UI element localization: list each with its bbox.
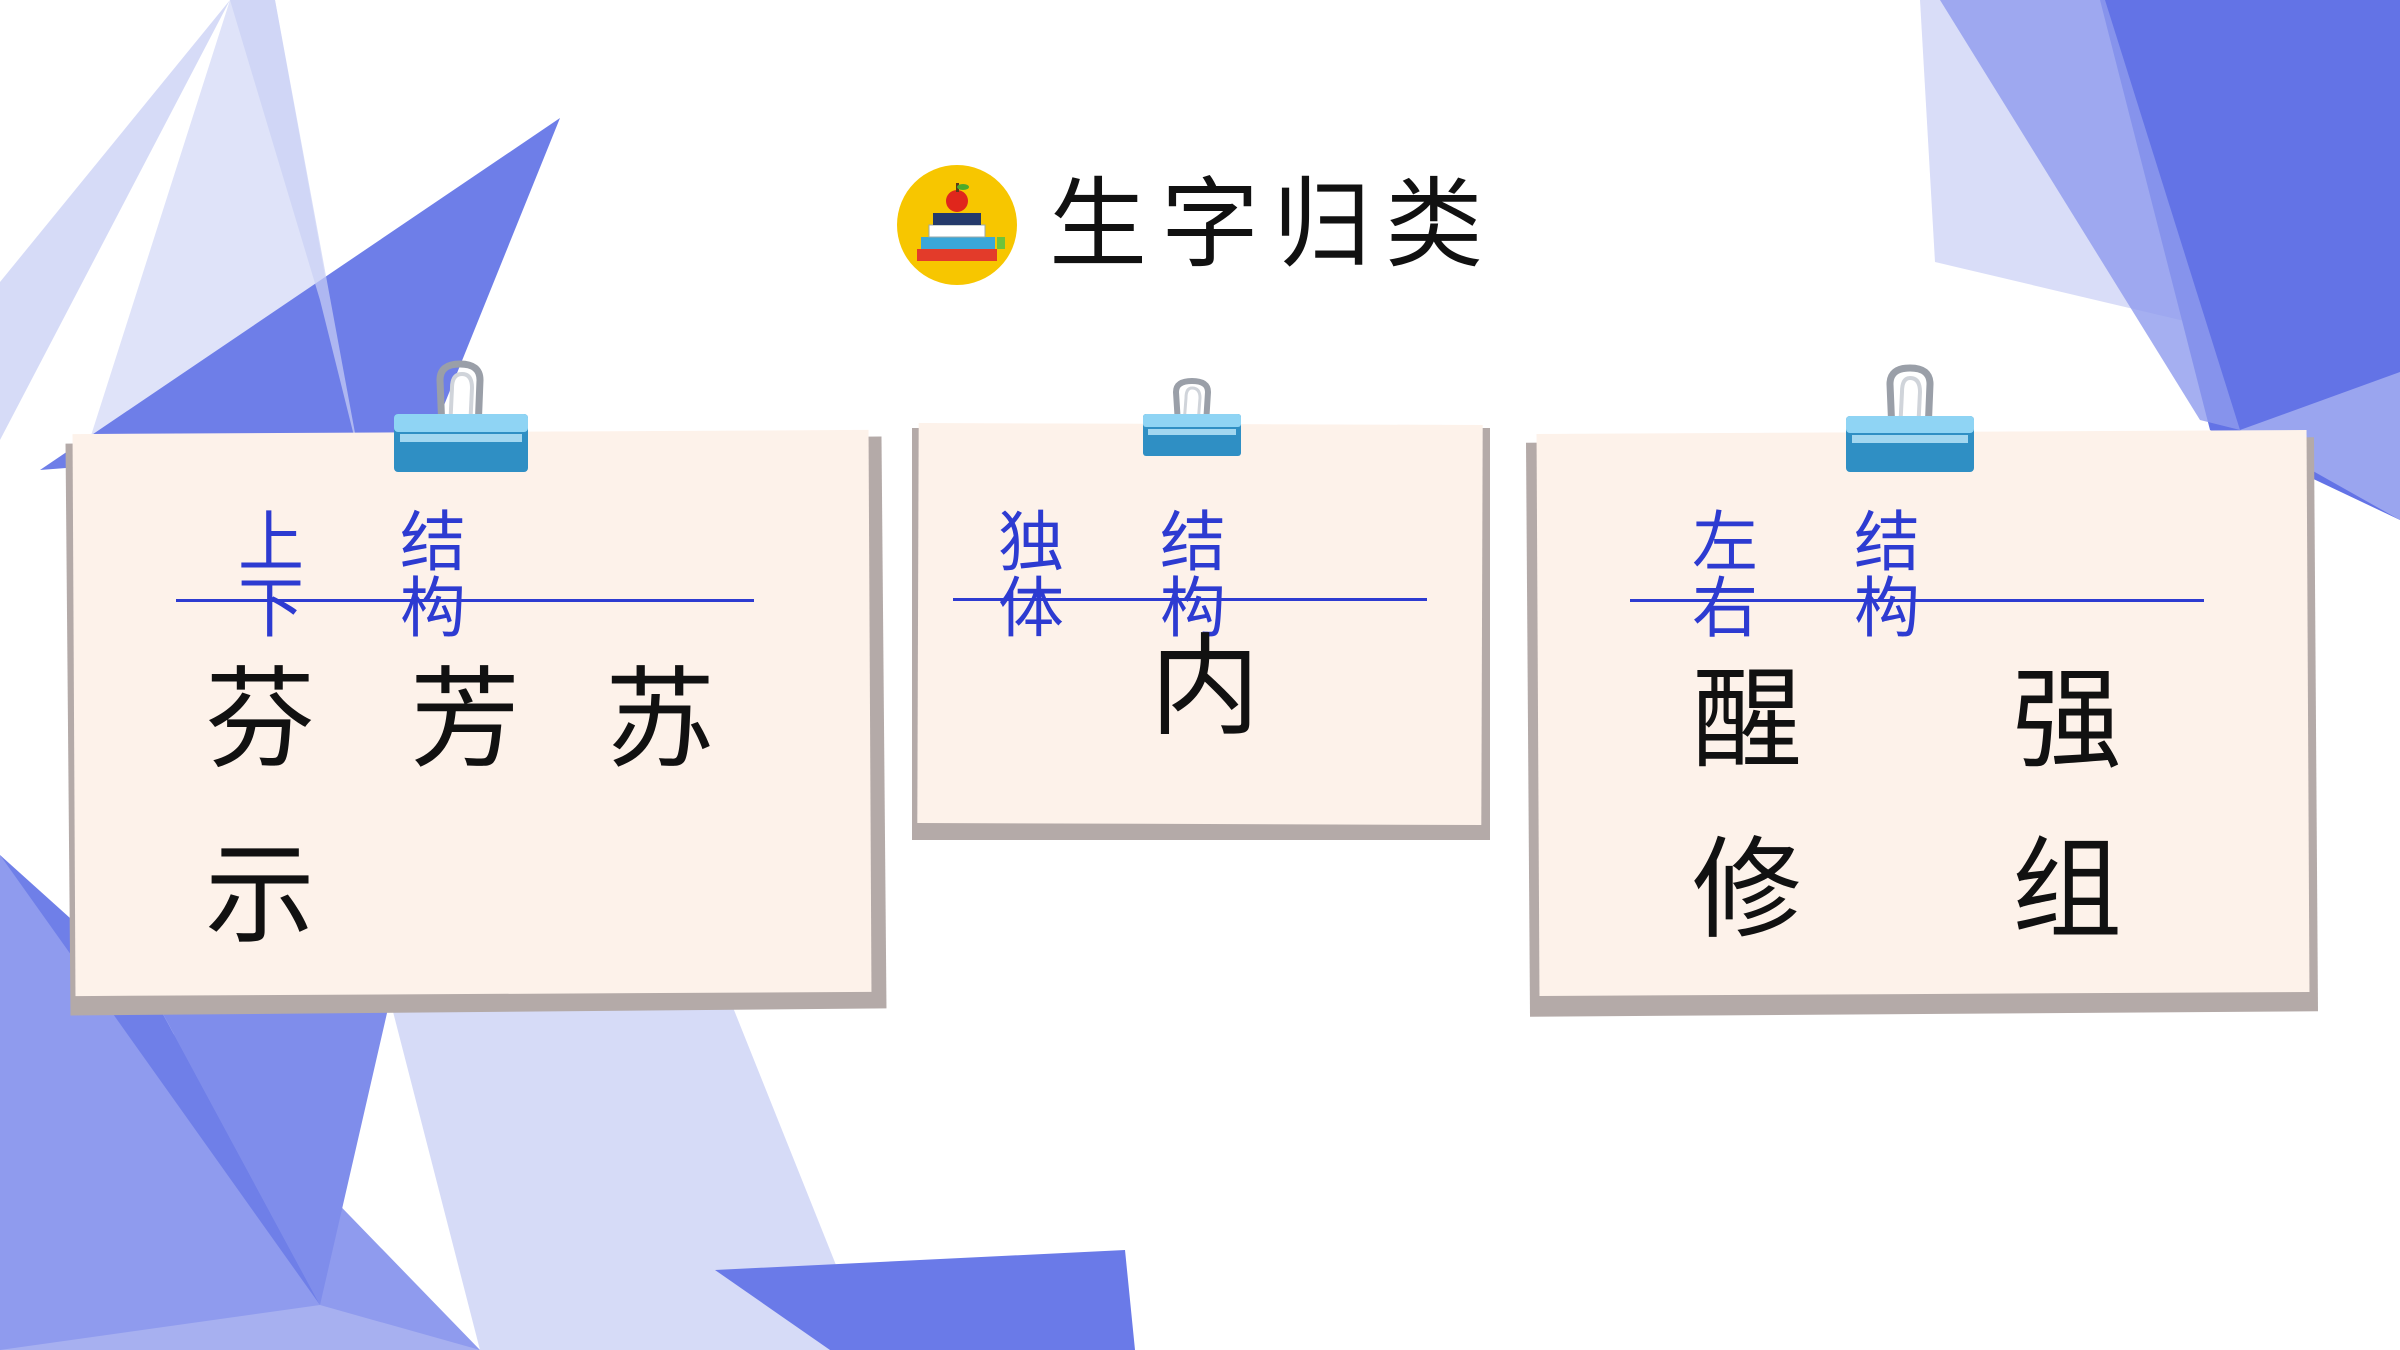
character: 芬 [205,656,315,784]
card-heading: 独体 结构 [998,510,1232,642]
structure-word-label: 结构 [1160,504,1232,647]
bg-triangle [2240,372,2400,520]
bg-triangle [1940,0,2240,430]
structure-type-label: 左右 [1692,504,1764,647]
page-title: 生字归类 [1049,168,1498,282]
page-title-group: 生字归类 [895,160,1497,290]
structure-type-label: 独体 [998,504,1070,647]
structure-type-label: 上下 [238,504,310,647]
heading-underline [1630,599,2204,602]
card-heading: 上下 结构 [238,510,472,642]
bg-triangle [0,0,230,440]
character: 苏 [605,656,715,784]
bg-triangle [390,1000,870,1350]
character: 修 [1692,826,1802,954]
structure-word-label: 结构 [400,504,472,647]
bg-triangle [715,1250,1135,1350]
character: 芳 [410,656,520,784]
bg-triangle [150,990,390,1305]
character: 强 [2012,656,2122,784]
character: 醒 [1692,656,1802,784]
heading-underline [953,598,1427,601]
bg-triangle [2100,0,2400,520]
binder-clip-icon [1143,378,1241,456]
bg-triangle [40,118,560,470]
structure-word-label: 结构 [1854,504,1926,647]
books-apple-icon [897,165,1017,285]
card-heading: 左右 结构 [1692,510,1926,642]
character: 组 [2012,826,2122,954]
bg-triangle [0,1305,480,1350]
character: 内 [1150,623,1260,751]
binder-clip-icon [1846,364,1974,472]
character: 示 [205,831,315,959]
heading-underline [176,599,754,602]
binder-clip-icon [394,360,528,472]
